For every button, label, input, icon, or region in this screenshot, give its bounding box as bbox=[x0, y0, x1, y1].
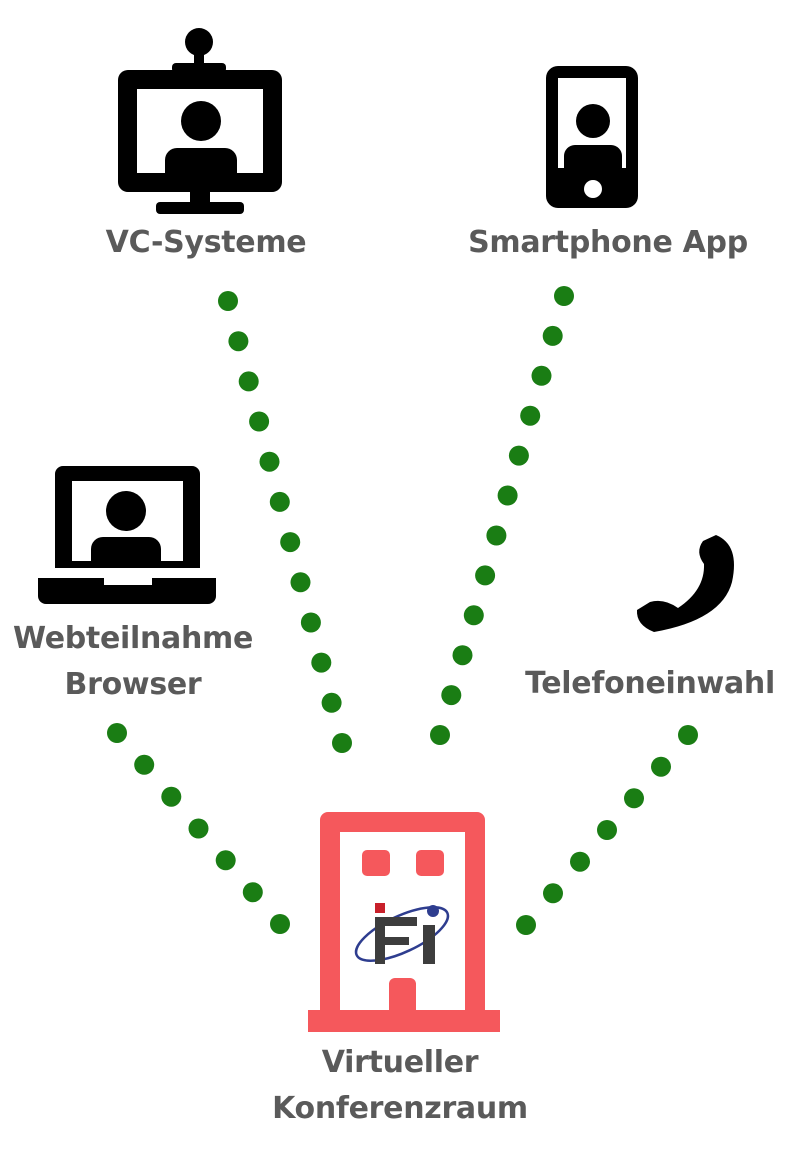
connection-dot-app bbox=[542, 325, 563, 346]
connection-dot-web bbox=[215, 850, 236, 871]
connection-dot-vc bbox=[311, 652, 332, 673]
connection-dots bbox=[107, 286, 698, 935]
connection-dot-phone bbox=[624, 788, 644, 809]
smartphone-icon bbox=[546, 66, 638, 208]
connection-dot-phone bbox=[543, 883, 563, 904]
connection-dot-app bbox=[508, 445, 529, 466]
connection-dot-phone bbox=[570, 851, 590, 872]
fi-logo bbox=[354, 903, 450, 964]
connection-dot-vc bbox=[259, 451, 280, 472]
connection-dot-vc bbox=[218, 291, 238, 311]
laptop-icon bbox=[38, 466, 216, 604]
connection-dot-phone bbox=[516, 915, 536, 935]
vc-systeme-label: VC-Systeme bbox=[105, 225, 307, 260]
building-icon bbox=[308, 812, 500, 1032]
browser-label: Browser bbox=[64, 667, 202, 702]
smartphone-app-label: Smartphone App bbox=[468, 225, 748, 260]
connection-dot-app bbox=[531, 365, 552, 386]
connection-dot-web bbox=[134, 754, 155, 775]
connection-dot-app bbox=[452, 645, 473, 666]
connection-dot-vc bbox=[280, 532, 301, 553]
connection-dot-app bbox=[463, 605, 484, 626]
connection-dot-vc bbox=[332, 733, 352, 753]
room-label-line1: Virtueller bbox=[321, 1045, 479, 1080]
connection-dot-web bbox=[242, 882, 263, 903]
connection-dot-web bbox=[107, 723, 127, 743]
connection-dot-app bbox=[430, 725, 450, 745]
connection-dot-app bbox=[441, 685, 462, 706]
telefoneinwahl-label: Telefoneinwahl bbox=[525, 666, 775, 701]
connection-dot-app bbox=[554, 286, 574, 306]
connection-dot-web bbox=[188, 818, 209, 839]
phone-handset-icon bbox=[636, 535, 734, 632]
connection-dot-vc bbox=[249, 411, 270, 432]
connection-dot-vc bbox=[269, 491, 290, 512]
connection-dot-app bbox=[520, 405, 541, 426]
connection-dot-vc bbox=[238, 371, 259, 392]
desktop-video-icon bbox=[118, 28, 282, 214]
connection-dot-vc bbox=[300, 612, 321, 633]
connection-dot-web bbox=[270, 914, 290, 934]
connection-dot-phone bbox=[651, 756, 671, 777]
connection-dot-phone bbox=[678, 725, 698, 745]
connection-dot-web bbox=[161, 786, 182, 807]
connection-dot-app bbox=[486, 525, 507, 546]
webteilnahme-label: Webteilnahme bbox=[12, 621, 254, 656]
connection-dot-app bbox=[497, 485, 518, 506]
connection-dot-app bbox=[475, 565, 496, 586]
connection-dot-vc bbox=[321, 692, 342, 713]
room-label-line2: Konferenzraum bbox=[272, 1091, 528, 1126]
connection-dot-phone bbox=[597, 820, 617, 840]
connection-dot-vc bbox=[228, 331, 249, 352]
connection-dot-vc bbox=[290, 572, 311, 593]
